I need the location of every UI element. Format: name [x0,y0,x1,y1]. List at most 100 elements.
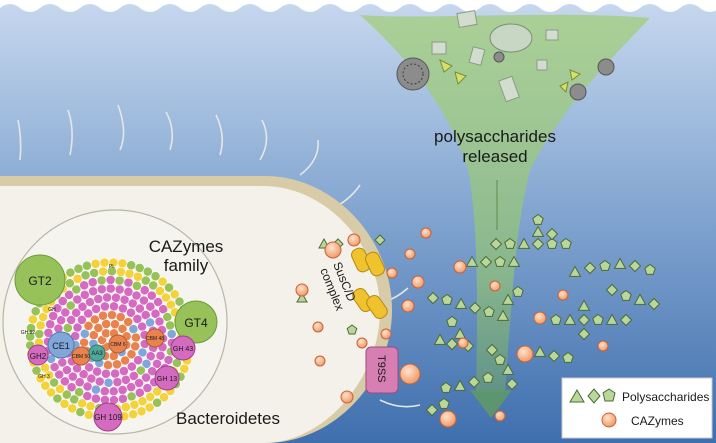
cazyme-particle [314,355,326,367]
enzyme-dot [145,391,156,402]
polysaccharide-unit [613,257,627,269]
polysaccharide-unit [433,333,447,345]
cazymes-family-subtitle: family [164,256,209,275]
enzyme-dot [90,258,101,269]
enzyme-dot [118,303,128,314]
cazyme-particle [597,340,609,352]
legend-triangle-icon [569,389,585,403]
enzyme-dot [82,381,93,392]
cazyme-particle [295,283,309,297]
polysaccharide-unit [453,379,467,391]
enzyme-dot [174,296,185,307]
enzyme-dot [145,301,156,312]
gh43-bubble [170,335,196,361]
enzyme-dot [117,258,128,269]
cazyme-family-cluster [14,254,218,432]
enzyme-dot [83,308,94,319]
enzyme-dot [117,323,128,334]
polysaccharide-chain [531,213,572,249]
bacteroidetes-label: Bacteroidetes [176,409,280,428]
enzyme-dot [84,362,94,373]
enzyme-dot [108,386,119,397]
cazyme-particle [324,241,342,259]
enzyme-dot [101,368,111,379]
enzyme-dot [90,314,100,325]
polysaccharide-unit [479,255,493,269]
enzyme-dot [112,377,123,387]
legend-cazymes-label: CAZymes [631,414,684,428]
polysaccharide-unit [467,375,481,389]
polysaccharide-unit [532,213,544,225]
polysaccharide-unit [489,237,503,251]
enzyme-dot [132,313,143,324]
enzyme-dot [52,393,63,404]
enzyme-dot [140,310,151,320]
enzyme-dot [54,369,65,380]
polysaccharide-unit [346,324,358,335]
enzyme-dot [73,263,84,274]
enzyme-dot [145,317,155,328]
plume-arrowhead [470,390,512,418]
enzyme-dot [71,307,82,318]
enzyme-dot [119,294,130,305]
enzyme-dot [80,270,91,281]
cazyme-particle [516,345,534,363]
cazyme-particle [347,233,361,247]
polysaccharide-chain [485,343,519,391]
enzyme-dot [139,285,150,296]
enzyme-dot [52,303,63,314]
enzyme-dot [88,286,98,297]
enzyme-dot [79,328,90,339]
enzyme-dot [135,365,146,376]
polysaccharide-unit [577,313,591,327]
pl-label: PL [109,264,115,270]
enzyme-dot [77,314,87,325]
enzyme-dot [146,290,157,301]
enzyme-dot [62,365,72,375]
enzyme-dot [158,304,169,315]
enzyme-dot [153,297,163,307]
enzyme-dot [60,307,71,318]
polysaccharide-unit [563,313,577,325]
enzyme-dot [165,299,176,310]
enzyme-dot [65,267,76,278]
gh92-label: GH 92 [21,330,36,336]
cazyme-particle [457,337,469,349]
enzyme-dot [166,329,177,339]
enzyme-dot [129,399,140,410]
gh2-label: GH2 [30,352,47,361]
enzyme-dot [128,324,139,334]
cazyme-particle [312,321,324,333]
enzyme-dot [35,373,46,384]
enzyme-dot [126,382,137,392]
cbm50-label: CBM 50 [72,354,90,360]
cazyme-particle [380,328,392,340]
enzyme-dot [145,351,156,362]
gt4-label: GT4 [184,316,208,330]
enzyme-dot [118,393,128,404]
gt2-label: GT2 [28,274,52,288]
polysaccharide-unit [531,225,545,237]
gh-small-label: GH [48,307,56,313]
gt4-bubble [174,300,218,344]
enzyme-dot [57,296,68,306]
enzyme-dot [79,280,90,291]
polysaccharide-unit [644,263,656,275]
polysaccharide-unit [560,237,572,249]
enzyme-dot [74,387,84,397]
enzyme-dot [65,300,76,311]
enzyme-dot [79,289,90,300]
enzyme-dot [56,315,66,326]
enzyme-dot [59,398,70,409]
enzyme-dot [114,284,125,295]
polysaccharide-unit [438,397,450,409]
polysaccharide-chain [533,345,574,363]
enzyme-dot [127,298,138,309]
enzyme-dot [138,295,149,306]
enzyme-dot [35,320,46,331]
legend-cazyme-icon [601,412,617,428]
enzyme-dot [128,370,139,381]
enzyme-dot [71,284,82,295]
polysaccharide-chain [465,255,521,269]
